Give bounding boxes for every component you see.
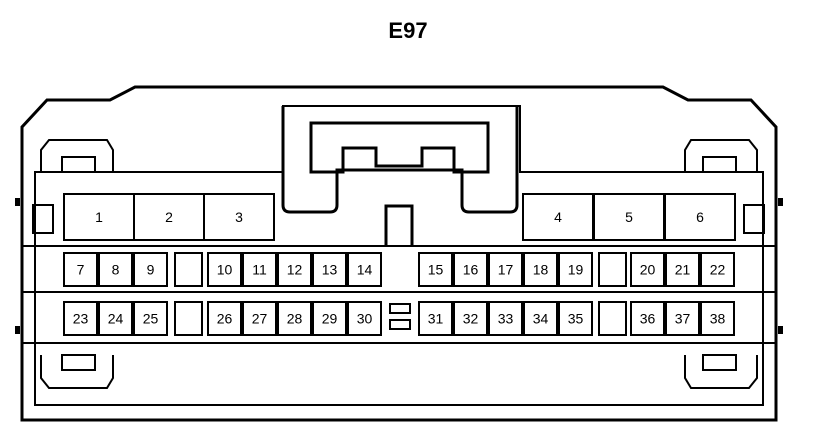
pin-number: 23: [73, 311, 89, 327]
pin-cavity: [453, 301, 488, 336]
blank-cavity: [174, 301, 203, 336]
pin-number: 21: [675, 262, 691, 278]
pin-cavity: [312, 252, 347, 287]
pin-number: 38: [710, 311, 726, 327]
connector-housing-outline: [20, 85, 778, 422]
pin-cavity: [418, 301, 453, 336]
pin-number: 17: [498, 262, 514, 278]
pin-cavity: [242, 252, 277, 287]
pin-number: 18: [533, 262, 549, 278]
pin-cavity: [242, 301, 277, 336]
side-peg: [15, 326, 20, 334]
pin-cavity: [347, 252, 382, 287]
pin-number: 1: [95, 209, 103, 225]
pin-cavity: [63, 301, 98, 336]
pin-number: 34: [533, 311, 549, 327]
pin-cavity: [453, 252, 488, 287]
pin-cavity: [418, 252, 453, 287]
pin-number: 11: [252, 262, 267, 278]
pin-number: 5: [625, 209, 633, 225]
key-slot: [384, 204, 414, 246]
center-slot: [389, 303, 411, 314]
pin-cavity: [133, 252, 168, 287]
lock-tab: [281, 106, 519, 214]
latch-bottom-left-inner: [61, 354, 96, 371]
pin-number: 36: [640, 311, 656, 327]
pin-cavity: [523, 252, 558, 287]
pin-number: 20: [640, 262, 656, 278]
blank-cavity: [174, 252, 203, 287]
latch-top-right: [684, 139, 758, 172]
pin-cavity: [700, 252, 735, 287]
side-peg: [778, 326, 783, 334]
connector-title: E97: [388, 18, 428, 43]
pin-number: 32: [463, 311, 479, 327]
pin-number: 6: [696, 209, 704, 225]
pin-number: 28: [287, 311, 303, 327]
pin-number: 19: [568, 262, 584, 278]
pin-number: 9: [147, 262, 155, 278]
pin-number: 33: [498, 311, 514, 327]
pin-cavity: [665, 252, 700, 287]
pin-cavity: [488, 301, 523, 336]
pin-number: 25: [143, 311, 159, 327]
blank-cavity: [598, 252, 627, 287]
pin-number: 37: [675, 311, 691, 327]
pin-number: 10: [217, 262, 233, 278]
latch-top-right-inner: [702, 156, 737, 173]
connector-face-outline: [34, 105, 764, 406]
side-peg: [15, 198, 20, 206]
pin-cavity: [312, 301, 347, 336]
pin-number: 30: [357, 311, 373, 327]
pin-cavity: [133, 301, 168, 336]
pin-cavity: [207, 301, 242, 336]
pin-cavity: [558, 252, 593, 287]
pin-number: 4: [554, 209, 562, 225]
pin-number: 14: [357, 262, 373, 278]
pin-number: 26: [217, 311, 233, 327]
pin-cavity: [488, 252, 523, 287]
pin-number: 12: [287, 262, 303, 278]
center-slot: [389, 319, 411, 330]
latch-top-left-inner: [61, 156, 96, 173]
pin-number: 31: [428, 311, 444, 327]
side-guide-left: [32, 204, 54, 234]
latch-top-left: [40, 139, 114, 172]
pin-number: 3: [235, 209, 243, 225]
latch-bottom-right: [684, 355, 758, 389]
lock-latch: [309, 121, 490, 174]
pin-number: 22: [710, 262, 726, 278]
pin-cavity: [347, 301, 382, 336]
pin-cavity: [664, 193, 736, 241]
side-guide-right: [743, 204, 765, 234]
pin-cavity: [630, 301, 665, 336]
pin-number: 35: [568, 311, 584, 327]
pin-cavity: [523, 301, 558, 336]
pin-number: 8: [112, 262, 120, 278]
side-peg: [778, 198, 783, 206]
pin-cavity: [207, 252, 242, 287]
pin-cavity: [700, 301, 735, 336]
latch-bottom-left: [40, 355, 114, 389]
pin-number: 24: [108, 311, 124, 327]
pin-cavity: [558, 301, 593, 336]
pin-cavity: [277, 301, 312, 336]
pin-number: 27: [252, 311, 268, 327]
pin-number: 16: [463, 262, 479, 278]
pin-cavity: [98, 301, 133, 336]
pin-cavity: [630, 252, 665, 287]
pin-cavity: [277, 252, 312, 287]
pin-cavity: [203, 193, 275, 241]
pin-cavity: [98, 252, 133, 287]
blank-cavity: [598, 301, 627, 336]
pin-number: 2: [165, 209, 173, 225]
latch-bottom-right-inner: [702, 354, 737, 371]
pin-number: 7: [77, 262, 85, 278]
pin-number: 15: [428, 262, 444, 278]
pin-cavity: [665, 301, 700, 336]
pin-number: 13: [322, 262, 338, 278]
pin-number: 29: [322, 311, 338, 327]
pin-cavity: [63, 252, 98, 287]
